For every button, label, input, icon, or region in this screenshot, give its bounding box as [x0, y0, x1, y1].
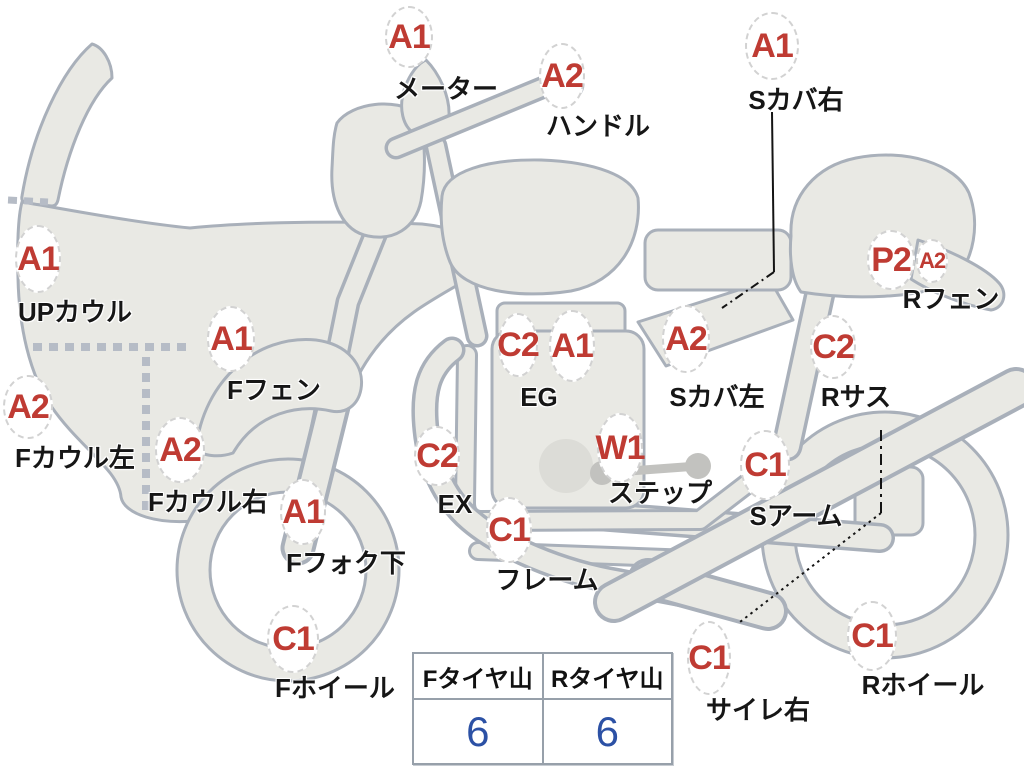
grade-badge-rear-fender-p2: P2: [867, 230, 915, 290]
rear-tire-tread-header: Rタイヤ山: [541, 652, 673, 700]
rear-subframe-panel-shape: [636, 278, 795, 368]
part-label-rear-fender: Rフェン: [902, 284, 1000, 314]
grade-badge-front-fork-lower: A1: [280, 479, 326, 545]
handlebar-shape: [388, 74, 564, 156]
part-label-meter: メーター: [393, 74, 499, 104]
rear-silencer-band-shape: [597, 371, 1024, 619]
grade-badge-engine-a1: A1: [549, 310, 595, 382]
part-label-swing-arm: Sアーム: [749, 501, 843, 531]
grade-badge-rear-sus: C2: [810, 315, 856, 379]
part-label-side-cover-left: Sカバ左: [669, 382, 765, 412]
part-label-step: ステップ: [607, 478, 713, 508]
pointer-side-cover-right-line: [771, 111, 775, 273]
grade-badge-upper-cowl: A1: [15, 225, 61, 293]
grade-badge-side-cover-left: A2: [662, 305, 710, 373]
grade-badge-exhaust: C2: [414, 426, 460, 486]
clutch-cover-shape: [539, 439, 593, 493]
grade-badge-handlebar: A2: [539, 43, 585, 109]
cowl-seam-dash-top: [7, 196, 49, 206]
part-label-frame: フレーム: [495, 565, 599, 595]
front-tire-tread-value: 6: [412, 698, 544, 765]
grade-badge-front-cowl-right: A2: [155, 417, 205, 483]
exhaust-pipe-shape: [414, 340, 776, 620]
seat-front-shape: [643, 228, 793, 292]
pointer-side-cover-right-dashdot: [721, 271, 775, 309]
part-label-front-wheel: Fホイール: [275, 673, 395, 703]
tire-tread-table: Fタイヤ山 Rタイヤ山 6 6: [412, 652, 673, 765]
fuel-tank-shape: [439, 158, 640, 296]
grade-badge-rear-wheel: C1: [847, 601, 897, 671]
part-label-engine: EG: [520, 382, 558, 412]
part-label-front-fender: Fフェン: [227, 375, 321, 405]
part-label-front-cowl-left: Fカウル左: [15, 443, 135, 473]
grade-badge-silencer-right: C1: [687, 621, 731, 695]
part-label-silencer-right: サイレ右: [705, 695, 811, 725]
grade-badge-rear-fender-a2: A2: [916, 239, 948, 283]
part-label-front-cowl-right: Fカウル右: [148, 487, 268, 517]
grade-badge-step: W1: [596, 413, 646, 483]
part-label-handlebar: ハンドル: [545, 111, 651, 141]
rear-tire-tread-value: 6: [541, 698, 673, 765]
part-label-side-cover-right: Sカバ右: [748, 85, 844, 115]
part-label-upper-cowl: UPカウル: [17, 297, 133, 327]
grade-badge-front-wheel: C1: [267, 605, 319, 673]
part-label-front-fork-lower: Fフォク下: [286, 548, 406, 578]
grade-badge-front-fender: A1: [207, 306, 255, 372]
part-label-rear-wheel: Rホイール: [861, 670, 985, 700]
part-label-rear-sus: Rサス: [820, 382, 892, 412]
grade-badge-side-cover-right: A1: [745, 12, 799, 80]
grade-badge-frame: C1: [486, 497, 532, 563]
grade-badge-engine-c2: C2: [497, 313, 540, 377]
windscreen-piece-shape: [20, 42, 114, 208]
grade-badge-meter: A1: [385, 6, 433, 68]
grade-badge-front-cowl-left: A2: [3, 375, 53, 439]
step-peg-right-shape: [685, 453, 711, 479]
part-label-exhaust: EX: [437, 489, 473, 519]
grade-badge-swing-arm: C1: [740, 430, 790, 500]
front-tire-tread-header: Fタイヤ山: [412, 652, 544, 700]
